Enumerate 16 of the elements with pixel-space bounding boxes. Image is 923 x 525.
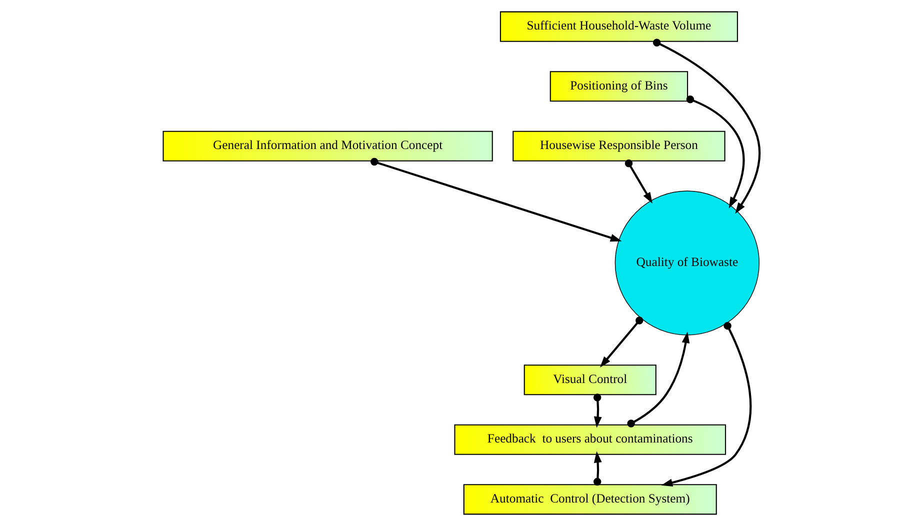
node-box: Feedback to users about contaminations [454,424,726,454]
node-box: Visual Control [524,364,656,395]
node-box: Positioning of Bins [550,70,688,102]
arrow [627,331,690,427]
node-box: General Information and Motivation Concept [162,130,493,161]
arrow [593,450,602,486]
arrow [593,393,602,428]
arrow [652,38,761,214]
arrow [600,316,644,367]
arrow [370,157,622,242]
node-box: Automatic Control (Detection System) [463,484,717,514]
arrow [661,321,752,486]
arrow [624,159,652,204]
node-box: Sufficient Household-Waste Volume [500,10,738,42]
arrow [686,95,745,208]
node-box: Housewise Responsible Person [512,130,726,161]
